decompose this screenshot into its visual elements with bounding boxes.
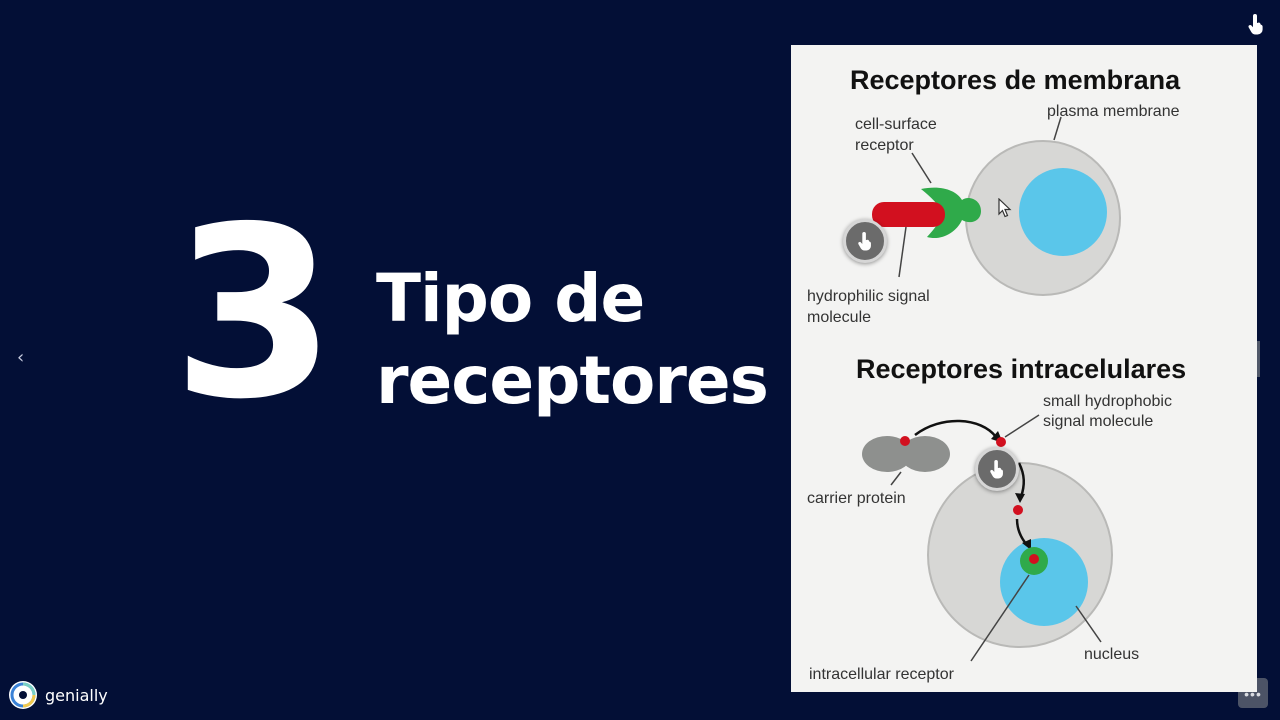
nuclear-entry-arrow-head [1022,539,1031,550]
chevron-left-icon: ‹ [17,347,25,368]
genially-logo-icon [9,681,37,709]
small-hydrophobic-pointer [1004,414,1040,438]
cell-surface-receptor-pointer [911,152,932,184]
brand-name: genially [45,685,108,705]
entry-arrow-head [1015,493,1025,503]
hand-pointer-icon[interactable] [1246,13,1266,35]
carrier-protein-label: carrier protein [807,490,906,507]
nucleus-top [1019,168,1107,256]
small-hydrophobic-label-line-2: signal molecule [1043,413,1153,430]
slide-title: Tipo de receptores [376,258,769,422]
receptor-diagram: Receptores de membrana plasma membrane c… [791,45,1257,692]
slide-title-line-1: Tipo de [376,260,645,337]
hand-pointer-icon [858,232,871,251]
hotspot-button-intracellular[interactable] [975,447,1019,491]
cytoplasm-signal-molecule [1013,505,1023,515]
plasma-membrane-label: plasma membrane [1047,103,1180,120]
small-hydrophobic-label-line-1: small hydrophobic [1043,393,1172,410]
cell-surface-label-line-2: receptor [855,137,914,154]
receptor-bound-signal [1029,554,1039,564]
hotspot-button-membrane[interactable] [843,219,887,263]
intracellular-receptors-heading: Receptores intracelulares [856,354,1186,384]
nucleus-pointer [1075,605,1102,643]
hydrophilic-signal-pointer [898,226,907,278]
intracellular-receptor-pointer [970,574,1030,662]
carrier-protein-pointer [890,471,902,486]
carrier-protein-right-lobe [900,436,950,472]
intracellular-receptor-label: intracellular receptor [809,666,955,683]
receptor-diagram-drawing: Receptores de membrana plasma membrane c… [791,45,1257,692]
nucleus-bottom [1000,538,1088,626]
mouse-cursor-icon [998,198,1012,218]
previous-slide-button[interactable]: ‹ [17,349,24,367]
carrier-bound-signal [900,436,910,446]
hydrophilic-signal-label-line-2: molecule [807,309,871,326]
nucleus-label: nucleus [1084,646,1139,663]
hand-pointer-icon [990,460,1003,479]
genially-brand[interactable]: genially [8,680,108,710]
section-number: 3 [172,176,336,451]
plasma-membrane-pointer [1053,116,1062,141]
cell-surface-label-line-1: cell-surface [855,116,937,133]
carrier-protein-left-lobe [862,436,912,472]
membrane-receptors-heading: Receptores de membrana [850,65,1181,95]
slide-title-line-2: receptores [376,342,769,419]
hydrophilic-signal-molecule-shape [872,202,945,227]
release-arrow [914,419,997,438]
free-signal-molecule [996,437,1006,447]
hydrophilic-signal-label-line-1: hydrophilic signal [807,288,930,305]
cell-surface-receptor-shape [921,187,981,239]
